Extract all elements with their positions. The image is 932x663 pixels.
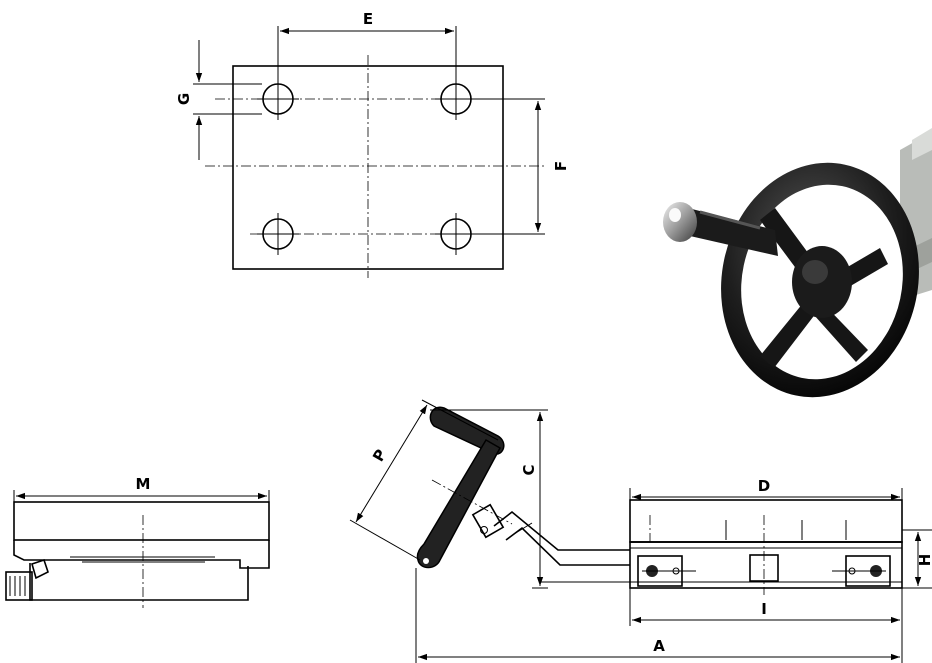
dimension-m: M (13, 475, 270, 502)
crank-axis (431, 479, 513, 525)
slide-table (629, 499, 903, 543)
mounting-hole-top-right (435, 78, 477, 120)
dimension-c: C (430, 409, 548, 589)
dimension-label-f: F (552, 161, 570, 171)
dimension-label-d: D (758, 477, 770, 495)
dimension-label-g: G (175, 93, 193, 105)
crank-knob (663, 202, 697, 242)
mounting-hole-bottom-left (257, 213, 299, 255)
clamp-screw (5, 558, 49, 601)
dimension-label-m: M (136, 475, 151, 493)
dimension-d: D (629, 477, 903, 501)
dimension-i: I (629, 588, 903, 626)
slide-front-view: P C (349, 399, 932, 663)
slide-dovetail-base (13, 540, 270, 569)
dimension-label-a: A (653, 637, 665, 655)
mounting-plate-view: E F G (175, 10, 570, 278)
slide-top-plate (13, 501, 270, 541)
crank-lever (416, 406, 630, 583)
end-bracket-left (637, 555, 696, 587)
crank-handle (663, 202, 778, 256)
dimension-label-h: H (916, 554, 932, 567)
dimension-e: E (277, 10, 457, 84)
lead-nut (749, 554, 779, 582)
dimension-g: G (175, 40, 262, 160)
dimension-h: H (902, 529, 932, 589)
dimension-label-e: E (363, 10, 373, 28)
slide-base (629, 541, 903, 589)
drive-shaft (493, 510, 630, 551)
crank-arm (416, 438, 502, 569)
handwheel-photo (663, 128, 932, 398)
dimension-label-c: C (520, 464, 538, 475)
end-bracket-right (832, 555, 891, 587)
mounting-hole-top-left (257, 78, 299, 120)
dimension-f: F (472, 98, 570, 235)
mounting-plate-outline (232, 65, 504, 270)
dimension-label-p: P (369, 446, 390, 465)
slide-side-view: M (5, 475, 270, 608)
mounting-hole-bottom-right (435, 213, 477, 255)
dimension-label-i: I (761, 600, 767, 618)
dimension-a: A (415, 568, 903, 663)
